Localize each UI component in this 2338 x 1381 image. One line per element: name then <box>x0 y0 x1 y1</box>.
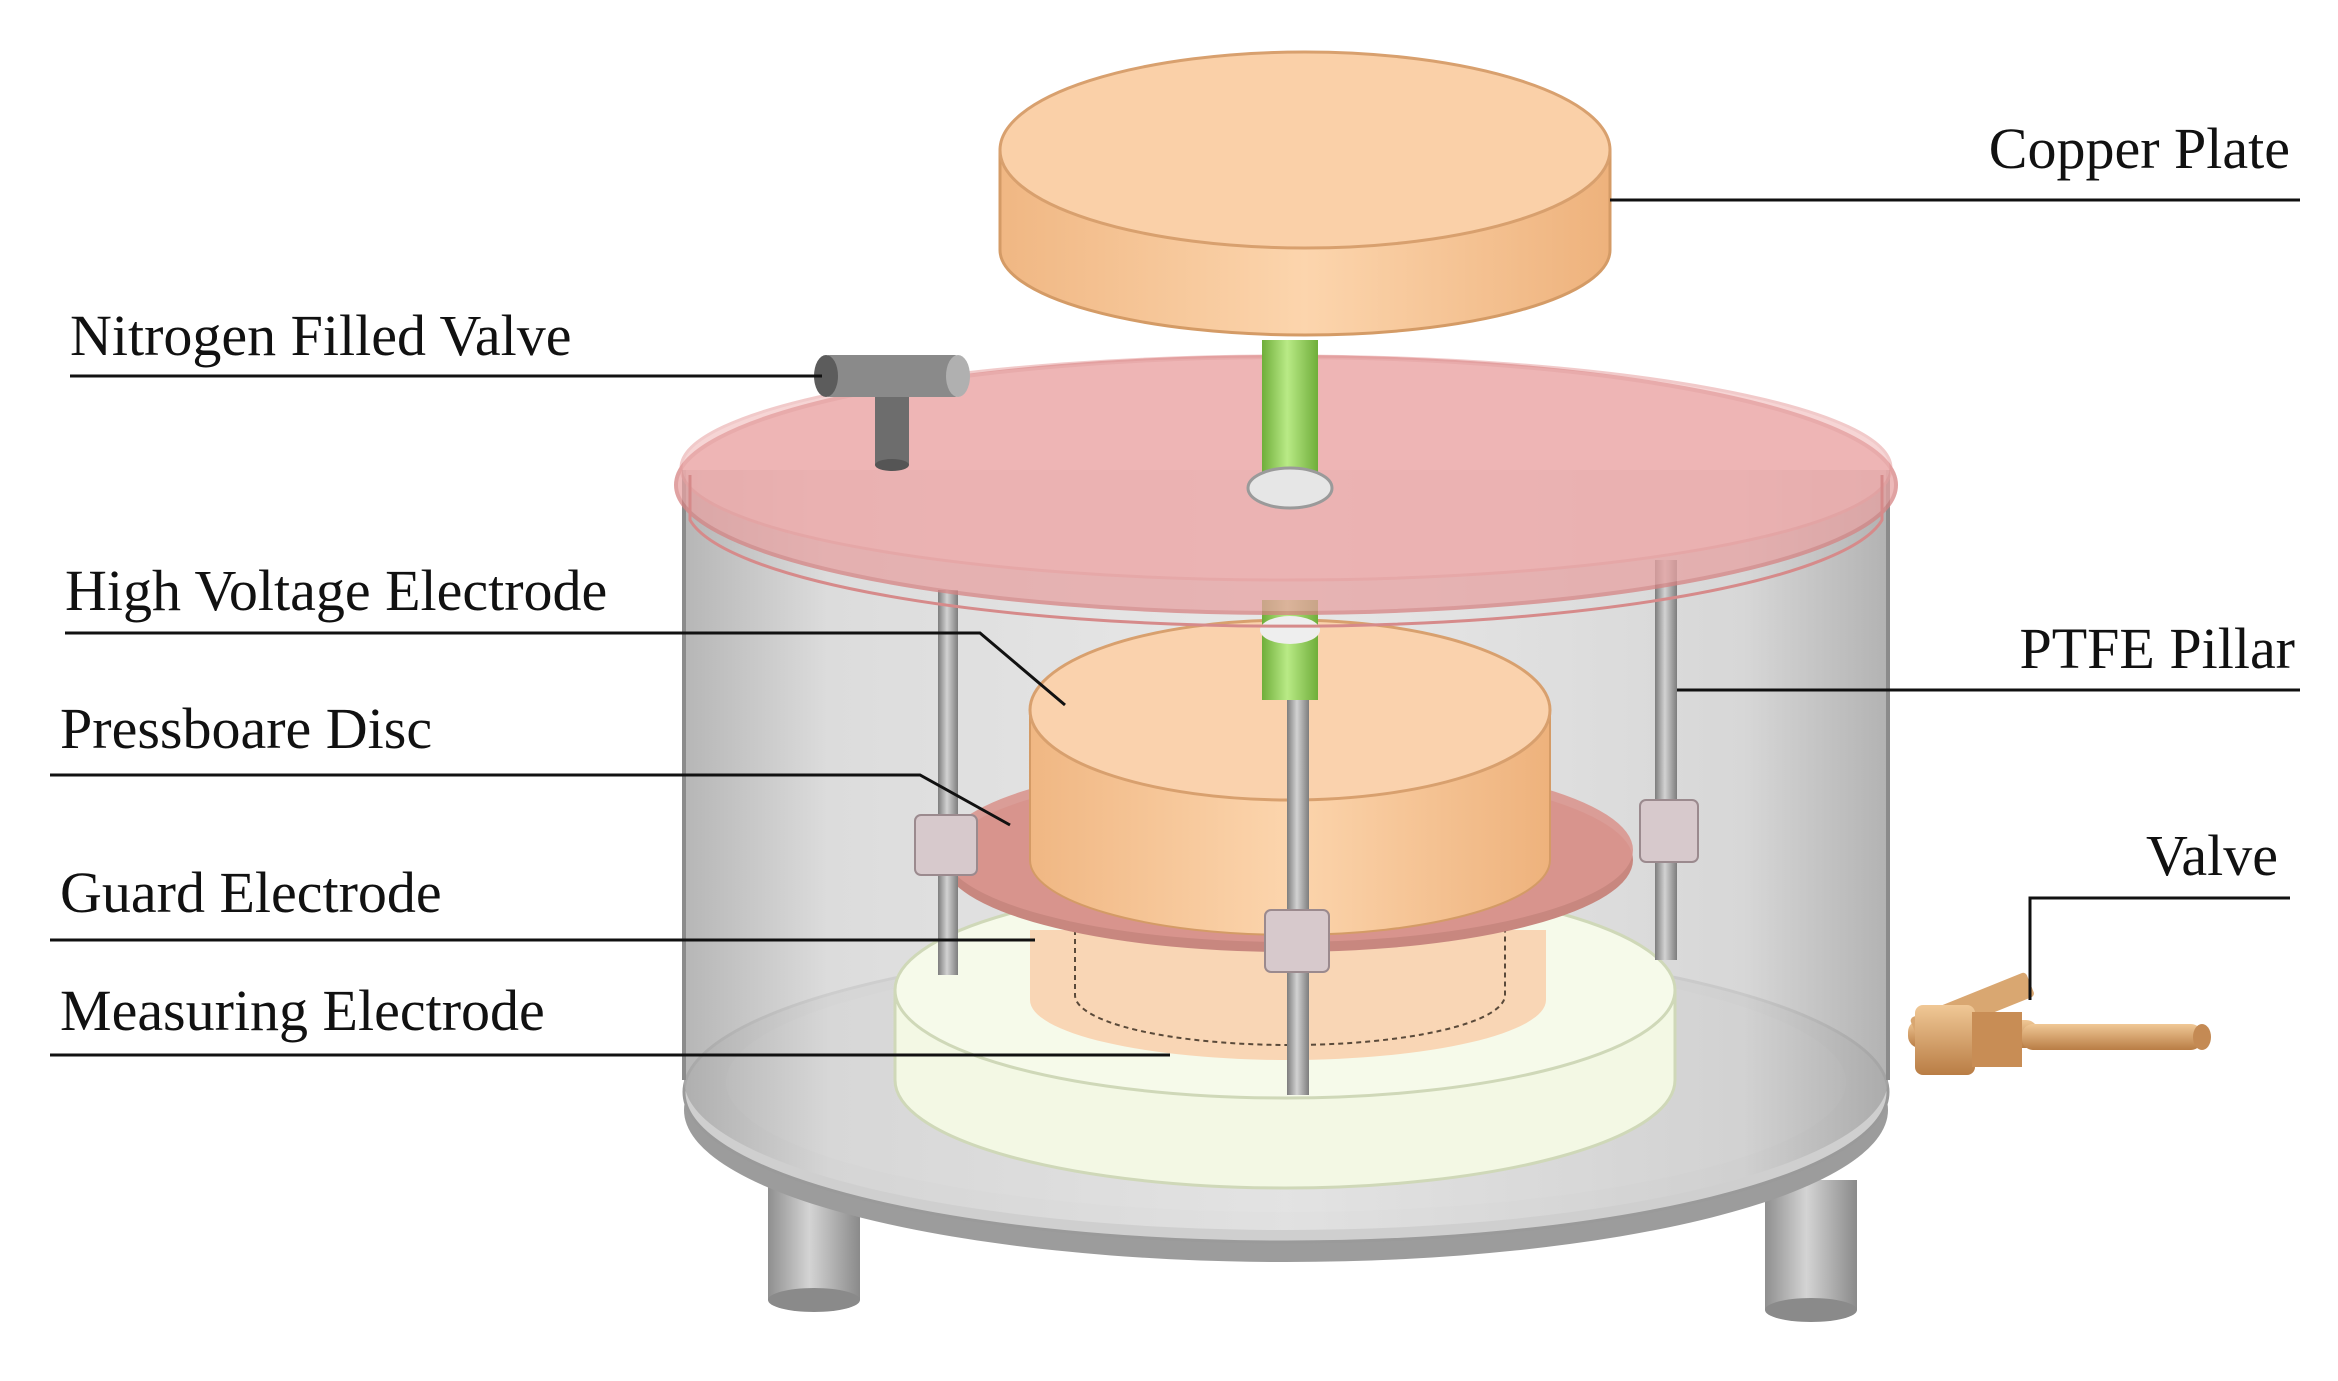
label-nitrogen-valve: Nitrogen Filled Valve <box>70 303 572 368</box>
labels: Copper Plate Nitrogen Filled Valve High … <box>60 116 2295 1043</box>
leader-lines <box>50 198 2300 1057</box>
ptfe-pillars <box>914 560 1699 1095</box>
nitrogen-valve <box>814 355 970 471</box>
central-rod-lower <box>1260 600 1320 700</box>
label-guard-electrode: Guard Electrode <box>60 860 442 925</box>
label-high-voltage-electrode: High Voltage Electrode <box>65 558 607 623</box>
central-rod-upper <box>1246 340 1334 510</box>
label-measuring-electrode: Measuring Electrode <box>60 978 545 1043</box>
side-valve <box>1908 972 2211 1075</box>
copper-plate <box>998 50 1612 337</box>
label-copper-plate: Copper Plate <box>1989 116 2290 181</box>
label-pressboard-disc: Pressboare Disc <box>60 696 432 761</box>
label-valve: Valve <box>2146 823 2278 888</box>
label-ptfe-pillar: PTFE Pillar <box>2019 616 2295 681</box>
